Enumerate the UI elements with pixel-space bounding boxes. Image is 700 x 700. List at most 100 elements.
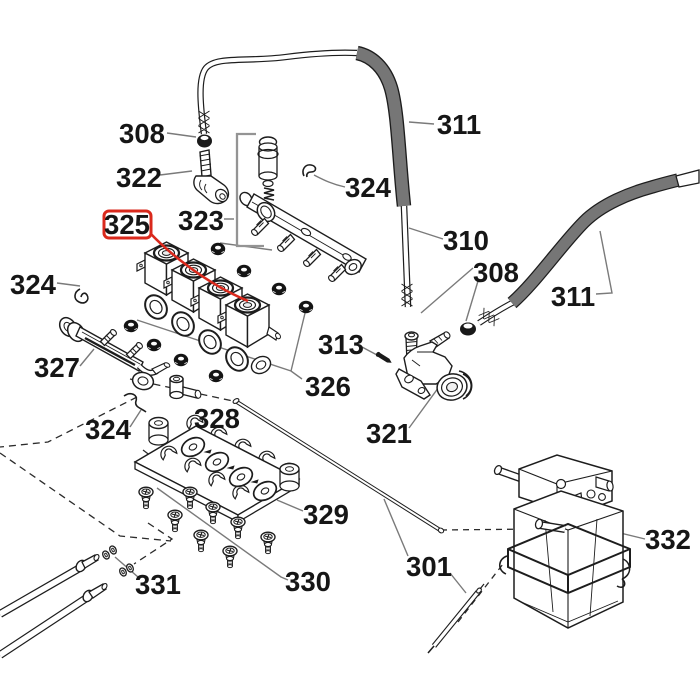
barb-fitting bbox=[125, 340, 145, 360]
leader-326-b bbox=[290, 308, 307, 372]
screw bbox=[260, 531, 276, 555]
rail-nozzle bbox=[301, 248, 322, 269]
block-ports bbox=[180, 436, 278, 502]
bracket-323 bbox=[224, 132, 264, 248]
block-standoff-left bbox=[148, 416, 169, 446]
part-308-nut-top bbox=[197, 134, 212, 148]
callout-327: 327 bbox=[34, 352, 80, 383]
callout-311-left: 311 bbox=[437, 109, 481, 140]
leader-324-mid bbox=[129, 409, 142, 428]
part-301-rod-short bbox=[427, 583, 485, 654]
callout-332: 332 bbox=[645, 524, 691, 555]
leader-301-a bbox=[383, 498, 409, 557]
highlight-line bbox=[149, 232, 249, 303]
callout-324-top: 324 bbox=[345, 172, 392, 203]
o-ring bbox=[210, 242, 226, 256]
rail-nozzle bbox=[275, 233, 296, 254]
part-311-sleeve-left bbox=[355, 45, 412, 207]
callout-308-top: 308 bbox=[119, 118, 165, 149]
o-ring bbox=[123, 319, 139, 333]
leader-308-right-b bbox=[465, 280, 479, 322]
dashed-line bbox=[133, 522, 174, 565]
callout-labels: 308 322 325 323 324 311 310 308 311 324 … bbox=[10, 109, 691, 600]
o-ring bbox=[173, 353, 189, 367]
screw bbox=[230, 516, 246, 540]
o-ring bbox=[146, 338, 162, 352]
dashed-line bbox=[0, 396, 138, 448]
callout-310: 310 bbox=[443, 225, 489, 256]
screw bbox=[138, 486, 154, 510]
o-ring bbox=[298, 300, 314, 314]
part-top-tube bbox=[197, 49, 358, 135]
part-323-valve bbox=[257, 136, 279, 201]
leader-330 bbox=[156, 487, 289, 581]
leader-311-left bbox=[408, 121, 435, 125]
small-ring bbox=[107, 544, 119, 556]
part-321-valve bbox=[395, 331, 473, 401]
screw bbox=[222, 545, 238, 569]
part-325-valve-block bbox=[135, 240, 281, 377]
leader-329 bbox=[276, 499, 304, 512]
part-301-rod-long bbox=[232, 398, 445, 534]
callout-331: 331 bbox=[135, 569, 181, 600]
callout-313: 313 bbox=[318, 329, 364, 360]
o-ring bbox=[208, 369, 224, 383]
part-322-elbow-fitting bbox=[193, 149, 230, 205]
clip-324-left bbox=[74, 288, 89, 304]
leader-301-b bbox=[449, 572, 467, 594]
callout-324-mid: 324 bbox=[85, 414, 132, 445]
o-ring bbox=[236, 264, 252, 278]
callout-324-left: 324 bbox=[10, 269, 57, 300]
clip-324-mid bbox=[123, 393, 147, 413]
callout-308-right: 308 bbox=[473, 257, 519, 288]
valve4-fittings bbox=[250, 326, 281, 375]
part-313-screw bbox=[375, 351, 392, 363]
o-ring bbox=[271, 282, 287, 296]
callout-330: 330 bbox=[285, 566, 331, 597]
block-standoff-right bbox=[279, 462, 300, 492]
screw bbox=[167, 509, 183, 533]
highlight-box bbox=[102, 209, 153, 240]
part-331-rings bbox=[100, 544, 136, 578]
rail-nozzle bbox=[326, 263, 347, 284]
callout-322: 322 bbox=[116, 162, 162, 193]
part-310-tube bbox=[400, 205, 413, 308]
leader-322 bbox=[159, 170, 193, 176]
small-ring bbox=[100, 549, 112, 561]
small-ring bbox=[117, 566, 129, 578]
dashed-line bbox=[457, 563, 504, 623]
highlight-325 bbox=[102, 209, 249, 303]
clip-324-top bbox=[302, 164, 317, 178]
part-308-ferrule-right bbox=[460, 322, 476, 336]
part-327-manifold-tube bbox=[58, 316, 171, 391]
part-324-clips bbox=[74, 164, 317, 413]
leader-324-top bbox=[313, 174, 346, 188]
part-329-block bbox=[133, 412, 301, 524]
part-328-elbow bbox=[169, 374, 202, 400]
callout-321: 321 bbox=[366, 418, 412, 449]
part-332-pump bbox=[493, 454, 631, 629]
callout-301: 301 bbox=[406, 551, 452, 582]
part-323-rail bbox=[239, 191, 367, 276]
leader-308-right-a bbox=[420, 267, 474, 314]
leader-310 bbox=[408, 227, 444, 240]
leader-308-top bbox=[166, 132, 197, 138]
callout-329: 329 bbox=[303, 499, 349, 530]
callout-323: 323 bbox=[178, 205, 224, 236]
leader-324-left bbox=[56, 282, 81, 287]
callout-325-highlighted: 325 bbox=[104, 209, 150, 240]
part-311-sleeve-right bbox=[507, 169, 700, 309]
screw bbox=[193, 529, 209, 553]
rail-nozzle bbox=[249, 217, 270, 238]
leader-311-right bbox=[595, 230, 613, 295]
dashed-line bbox=[0, 452, 172, 542]
screw bbox=[205, 501, 221, 525]
small-ring bbox=[124, 562, 136, 574]
leader-327 bbox=[79, 348, 95, 367]
callout-328: 328 bbox=[194, 403, 240, 434]
callout-326: 326 bbox=[305, 371, 351, 402]
callout-311-right: 311 bbox=[551, 281, 595, 312]
part-right-tube bbox=[477, 299, 516, 327]
